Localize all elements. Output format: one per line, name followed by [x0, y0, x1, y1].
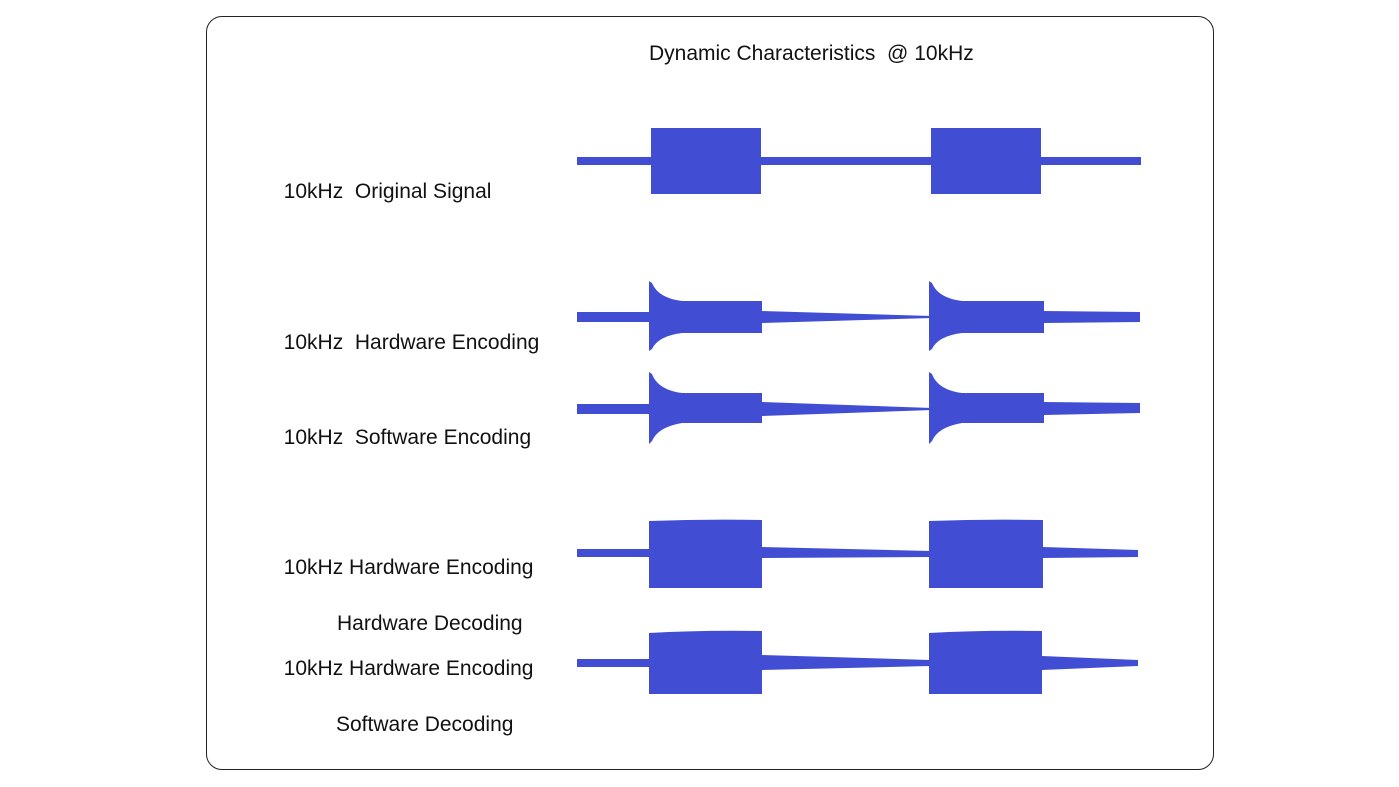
waveform-burst	[649, 519, 762, 588]
waveform-decay	[1044, 311, 1140, 323]
signal-label-sw-encoding: 10kHz Software Encoding	[272, 396, 531, 452]
waveform-original	[577, 128, 1141, 194]
waveform-baseline	[577, 404, 652, 414]
waveform-burst	[931, 128, 1041, 194]
signal-label-hw-encoding: 10kHz Hardware Encoding	[272, 301, 540, 357]
signal-label-line1: 10kHz Original Signal	[283, 180, 492, 203]
waveform-decay	[762, 547, 930, 558]
waveform-hw-enc-sw-dec	[577, 630, 1138, 694]
signal-label-original: 10kHz Original Signal	[272, 150, 492, 206]
waveform-burst	[929, 372, 1044, 444]
waveform-burst	[929, 281, 1044, 351]
waveform-baseline	[577, 659, 652, 667]
waveform-burst	[929, 630, 1042, 694]
waveform-baseline	[577, 157, 1141, 165]
signal-label-line2: Software Decoding	[336, 713, 514, 736]
diagram-title: Dynamic Characteristics @ 10kHz	[649, 42, 974, 65]
waveform-decay	[762, 311, 932, 323]
signal-label-line2: Hardware Decoding	[337, 612, 523, 635]
waveform-hw-enc-hw-dec	[577, 519, 1138, 588]
signal-label-line1: 10kHz Software Encoding	[283, 426, 532, 449]
signal-label-line1: 10kHz Hardware Encoding	[283, 331, 540, 354]
waveform-decay	[1043, 547, 1138, 558]
waveform-sw-encoding	[577, 372, 1140, 444]
waveform-decay	[1042, 656, 1138, 670]
waveform-burst	[651, 128, 761, 194]
signal-label-line1: 10kHz Hardware Encoding	[283, 657, 534, 680]
signal-label-line1: 10kHz Hardware Encoding	[283, 556, 534, 579]
waveform-baseline	[577, 549, 652, 557]
waveform-hw-encoding	[577, 281, 1140, 351]
signal-label-hw-enc-sw-dec: 10kHz Hardware Encoding Software Decodin…	[272, 627, 534, 767]
waveform-burst	[649, 281, 762, 351]
waveform-burst	[649, 630, 762, 694]
waveform-decay	[762, 655, 930, 670]
waveform-decay	[1044, 402, 1140, 415]
waveform-baseline	[577, 312, 652, 322]
diagram-frame	[206, 16, 1214, 770]
waveform-burst	[929, 519, 1043, 588]
waveform-decay	[762, 402, 932, 416]
waveform-burst	[649, 372, 762, 444]
signal-label-hw-enc-hw-dec: 10kHz Hardware Encoding Hardware Decodin…	[272, 526, 534, 666]
